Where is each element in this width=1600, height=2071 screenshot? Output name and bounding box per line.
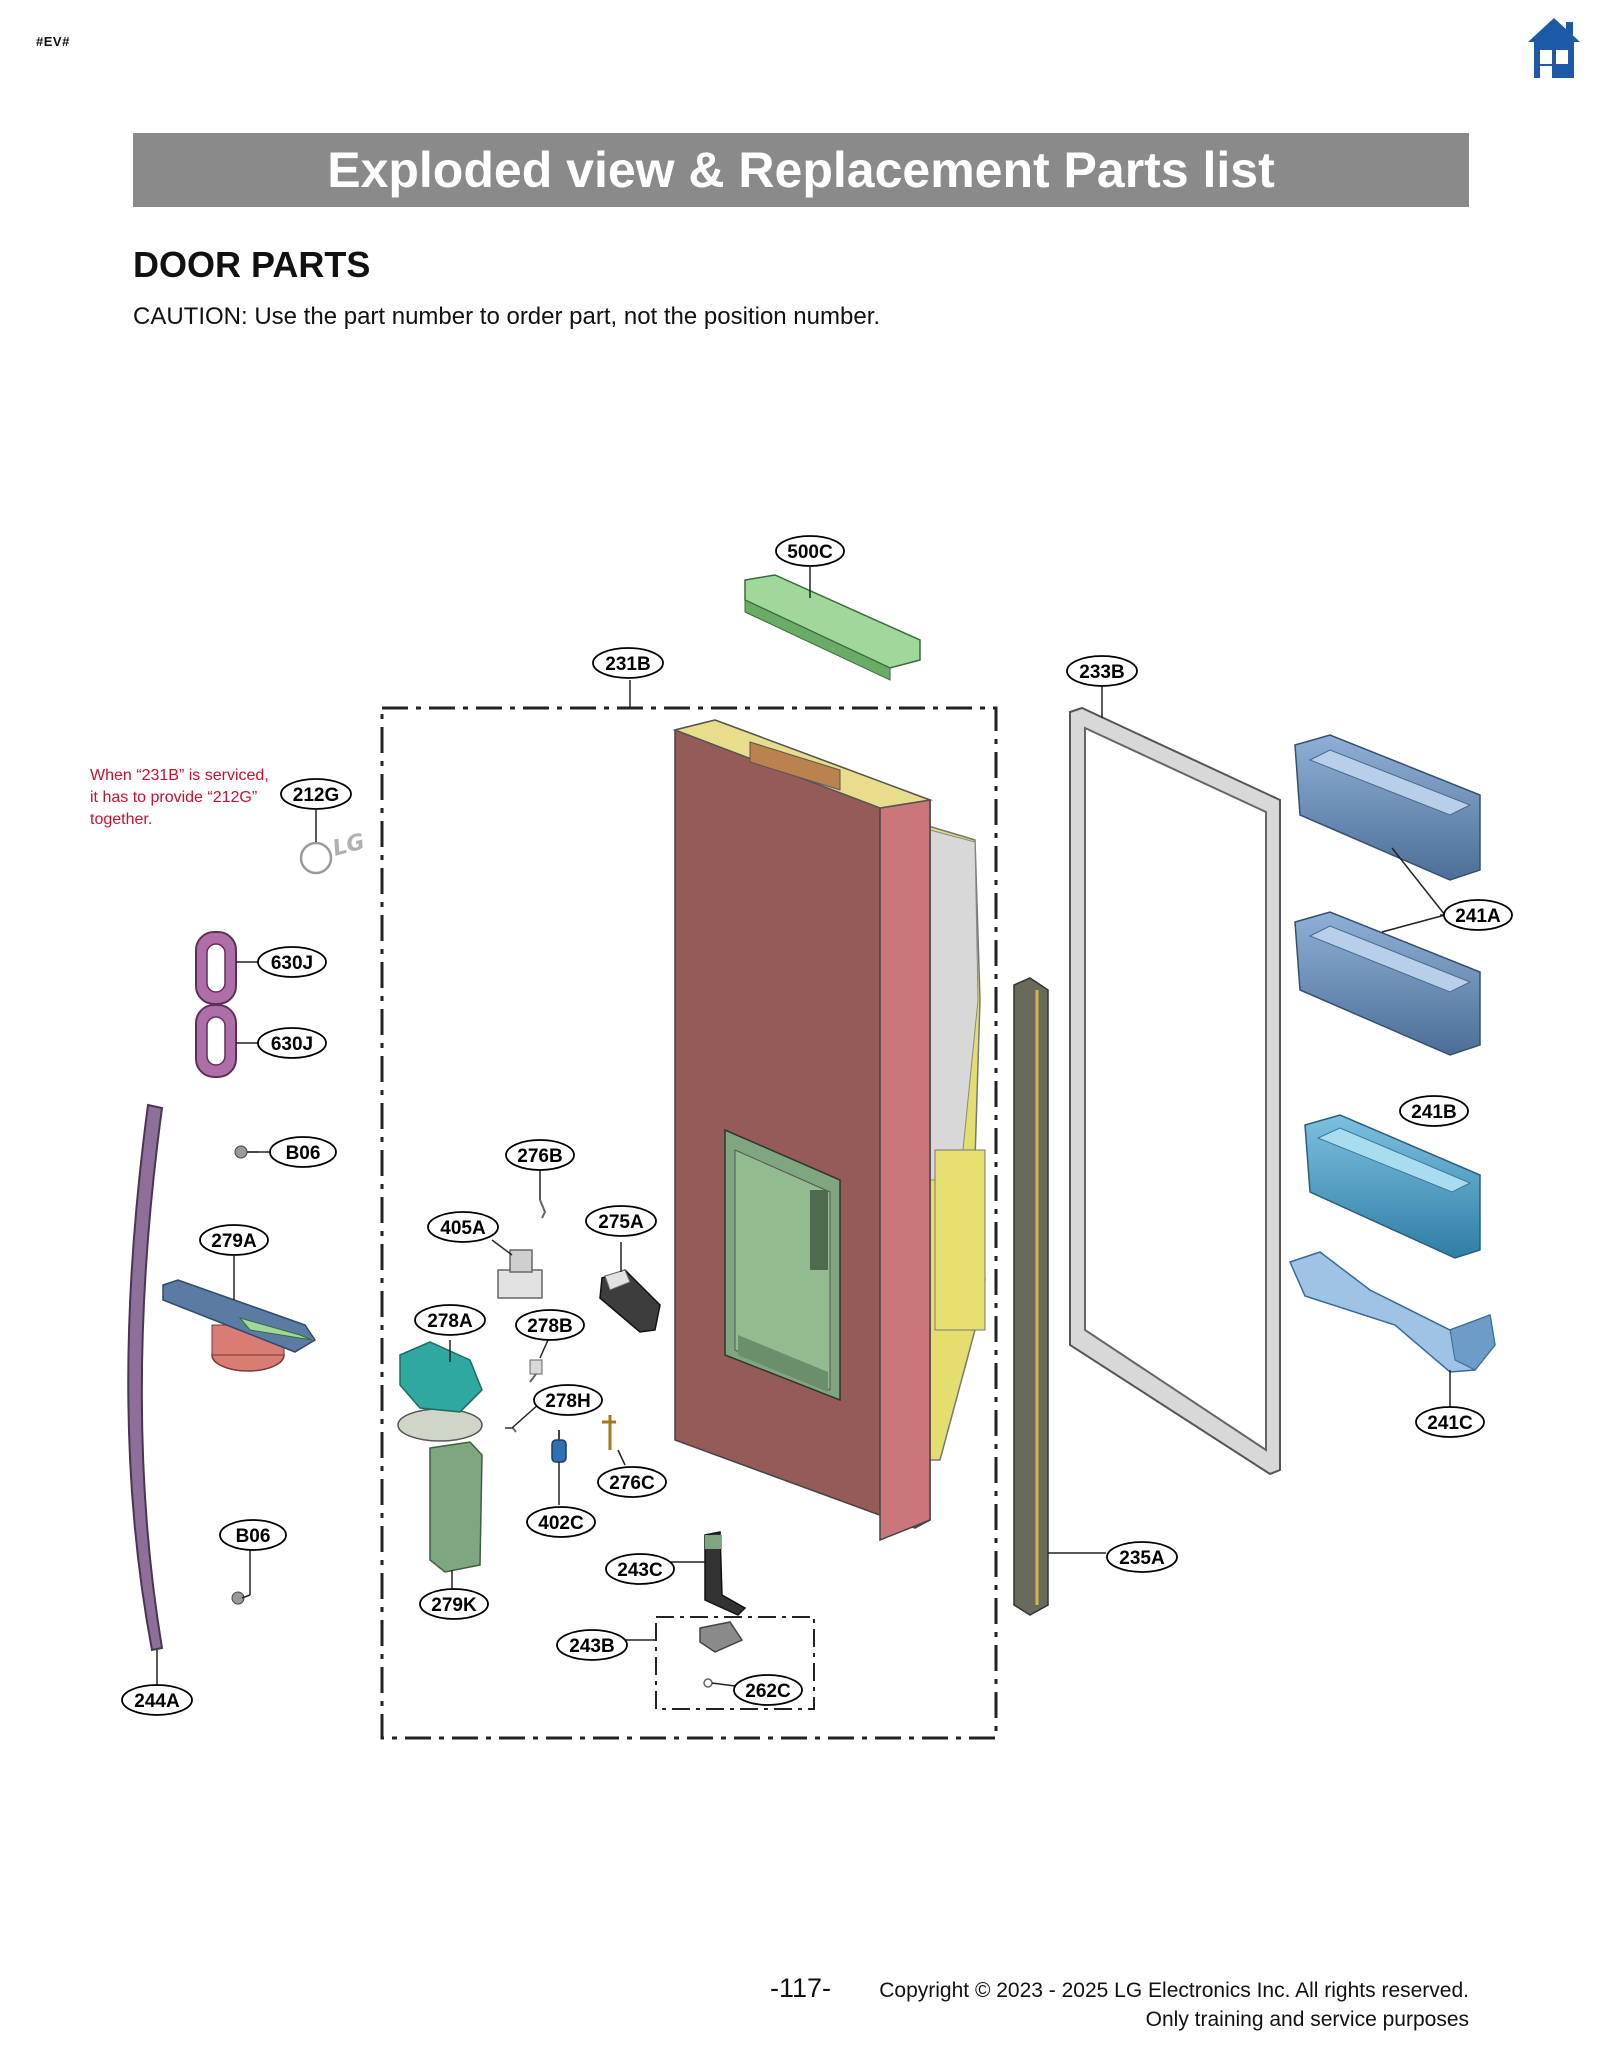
bracket-243C — [704, 1531, 747, 1616]
svg-text:241C: 241C — [1427, 1413, 1473, 1434]
callout-402C: 402C — [526, 1506, 596, 1538]
door-assembly-boundary — [380, 706, 998, 1740]
part-262C — [703, 1678, 713, 1688]
callout-278A: 278A — [414, 1304, 486, 1336]
basket-241B — [1304, 1114, 1481, 1259]
ring-630J-lower — [195, 1004, 237, 1078]
page-number: -117- — [770, 1973, 832, 2003]
callout-630J-upper: 630J — [257, 946, 327, 978]
callout-244A: 244A — [121, 1684, 193, 1716]
svg-text:LG: LG — [330, 829, 367, 861]
svg-text:When “231B” is serviced,: When “231B” is serviced, — [90, 767, 269, 784]
svg-text:500C: 500C — [787, 542, 833, 563]
svg-text:630J: 630J — [271, 953, 313, 974]
svg-text:233B: 233B — [1079, 662, 1124, 683]
part-275A — [599, 1269, 661, 1333]
callout-212G: 212G — [280, 778, 352, 810]
document-tag: #EV# — [36, 34, 70, 49]
caution-text: CAUTION: Use the part number to order pa… — [133, 303, 881, 330]
callout-243C: 243C — [605, 1553, 675, 1585]
svg-text:B06: B06 — [286, 1143, 321, 1164]
svg-text:212G: 212G — [293, 785, 339, 806]
svg-text:262C: 262C — [745, 1681, 791, 1702]
usage-note: Only training and service purposes — [1145, 2008, 1469, 2031]
svg-text:276C: 276C — [609, 1473, 655, 1494]
svg-text:243C: 243C — [617, 1560, 663, 1581]
basket-241A-lower — [1294, 911, 1481, 1056]
svg-text:together.: together. — [90, 811, 152, 828]
page-title-banner: Exploded view & Replacement Parts list — [133, 133, 1469, 207]
cover-279K — [429, 1441, 483, 1573]
callout-630J-lower: 630J — [257, 1027, 327, 1059]
gasket-233B — [1069, 706, 1281, 1476]
callout-405A: 405A — [427, 1211, 499, 1243]
lg-logo-212G: LG — [299, 829, 368, 875]
callout-278B: 278B — [515, 1309, 585, 1341]
callout-278H: 278H — [533, 1384, 603, 1416]
part-276C — [602, 1415, 616, 1450]
part-243B — [699, 1621, 744, 1653]
callout-276B: 276B — [505, 1139, 575, 1171]
callout-241B: 241B — [1399, 1095, 1469, 1127]
callout-279A: 279A — [199, 1224, 269, 1256]
svg-text:241B: 241B — [1411, 1102, 1456, 1123]
handle-244A — [127, 1103, 164, 1652]
top-cover-500C — [744, 574, 921, 681]
svg-text:235A: 235A — [1119, 1548, 1165, 1569]
callout-276C: 276C — [597, 1466, 667, 1498]
svg-text:244A: 244A — [134, 1691, 180, 1712]
svg-text:231B: 231B — [605, 654, 650, 675]
svg-text:241A: 241A — [1455, 906, 1501, 927]
bracket-279A — [162, 1279, 317, 1372]
svg-text:630J: 630J — [271, 1034, 313, 1055]
svg-text:278B: 278B — [527, 1316, 572, 1337]
ring-630J-upper — [195, 931, 237, 1005]
home-icon[interactable] — [1526, 16, 1582, 80]
svg-text:276B: 276B — [517, 1146, 562, 1167]
callout-231B: 231B — [592, 647, 664, 679]
svg-text:279K: 279K — [431, 1595, 477, 1616]
callout-B06-upper: B06 — [269, 1136, 337, 1168]
copyright-text: Copyright © 2023 - 2025 LG Electronics I… — [879, 1979, 1469, 2002]
part-405A — [497, 1249, 543, 1299]
callout-241A: 241A — [1443, 899, 1513, 931]
svg-text:278H: 278H — [545, 1391, 590, 1412]
callout-235A: 235A — [1106, 1541, 1178, 1573]
copyright-block: Copyright © 2023 - 2025 LG Electronics I… — [879, 1976, 1469, 2034]
svg-text:it has to provide “212G”: it has to provide “212G” — [90, 789, 257, 806]
basket-241A-upper — [1294, 734, 1481, 881]
hinge-group-boundary — [655, 1616, 815, 1710]
callout-243B: 243B — [556, 1629, 628, 1661]
part-402C — [551, 1430, 567, 1463]
callout-B06-lower: B06 — [219, 1519, 287, 1551]
callout-233B: 233B — [1066, 655, 1138, 687]
callout-241C: 241C — [1415, 1406, 1485, 1438]
part-278B — [529, 1359, 543, 1383]
svg-text:402C: 402C — [538, 1513, 584, 1534]
door-panel — [672, 719, 933, 1542]
callout-275A: 275A — [585, 1205, 657, 1237]
basket-241C — [1288, 1251, 1496, 1373]
mullion-235A — [1013, 977, 1049, 1616]
service-note: When “231B” is serviced, it has to provi… — [90, 767, 269, 828]
section-heading: DOOR PARTS — [133, 244, 371, 285]
part-276B — [539, 1199, 547, 1219]
door-inner-liner — [914, 820, 986, 1461]
svg-text:278A: 278A — [427, 1311, 473, 1332]
page-title: Exploded view & Replacement Parts list — [327, 142, 1275, 198]
svg-text:B06: B06 — [236, 1526, 271, 1547]
callout-279K: 279K — [419, 1588, 489, 1620]
callout-500C: 500C — [775, 535, 845, 567]
svg-text:275A: 275A — [598, 1212, 644, 1233]
part-278A — [397, 1341, 483, 1442]
svg-text:243B: 243B — [569, 1636, 614, 1657]
part-278H — [505, 1427, 517, 1433]
svg-text:279A: 279A — [211, 1231, 257, 1252]
callout-262C: 262C — [733, 1674, 803, 1706]
svg-text:405A: 405A — [440, 1218, 486, 1239]
screw-B06-upper — [234, 1145, 258, 1159]
